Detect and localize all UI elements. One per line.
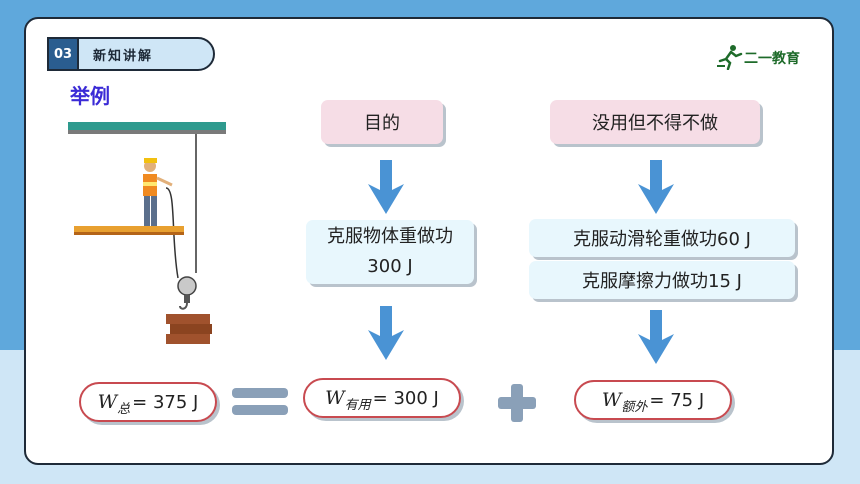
down-arrow-icon [638,310,674,364]
total-work-symbol: W [97,391,118,413]
extra-task-friction-box: 克服摩擦力做功15 J [529,261,795,299]
useful-work-pill: W 有用 = 300 J [303,378,461,418]
runner-logo-icon [717,45,743,70]
section-tab: 03 新知讲解 [47,37,215,71]
extra-task-pulley-box: 克服动滑轮重做功60 J [529,219,795,257]
pulley-illustration [68,122,226,344]
extra-work-pill: W 额外 = 75 J [574,380,732,420]
logo: 二一教育 [716,44,816,72]
total-work-subscript: 总 [117,401,131,417]
total-work-pill: W 总 = 375 J [79,382,217,422]
example-heading: 举例 [70,84,110,108]
useful-work-subscript: 有用 [344,397,371,413]
purpose-label-box: 目的 [321,100,443,144]
total-work-value: = 375 J [132,391,199,413]
extra-work-symbol: W [601,389,622,411]
extra-work-value: = 75 J [649,389,705,411]
down-arrow-icon [638,160,674,214]
extra-label-box: 没用但不得不做 [550,100,760,144]
equals-icon [232,388,288,415]
plus-icon [498,384,536,422]
useful-work-symbol: W [325,387,345,409]
useful-work-value: = 300 J [372,387,439,409]
purpose-task-box: 克服物体重做功300 J [306,220,474,284]
down-arrow-icon [368,306,404,360]
section-number: 03 [47,37,79,71]
logo-text: 二一教育 [744,51,800,67]
down-arrow-icon [368,160,404,214]
extra-work-subscript: 额外 [621,399,648,415]
section-title: 新知讲解 [77,37,215,71]
